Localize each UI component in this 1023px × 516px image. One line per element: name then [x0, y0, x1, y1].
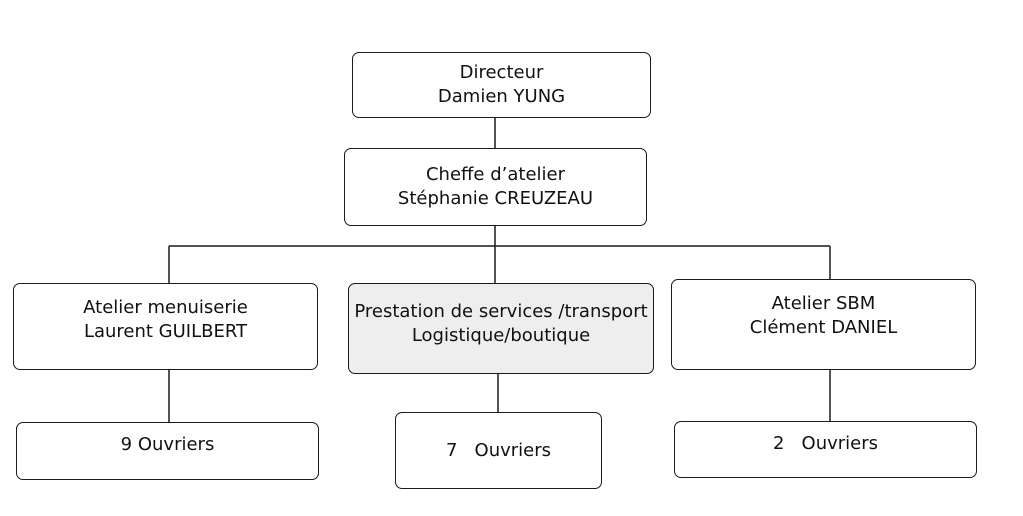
department-box-sbm: Atelier SBM Clément DANIEL — [671, 279, 976, 370]
director-name: Damien YUNG — [437, 86, 566, 107]
workshop-head-box: Cheffe d’atelier Stéphanie CREUZEAU — [344, 148, 647, 226]
department-title: Atelier menuiserie — [83, 297, 248, 318]
workers-box-sbm: 2 Ouvriers — [674, 421, 977, 478]
workers-count-label: 9 Ouvriers — [120, 434, 215, 455]
director-box: Directeur Damien YUNG — [352, 52, 651, 118]
workers-box-menuiserie: 9 Ouvriers — [16, 422, 319, 480]
department-title: Prestation de services /transport — [354, 301, 648, 322]
department-title: Atelier SBM — [771, 293, 876, 314]
director-role: Directeur — [459, 62, 544, 83]
department-box-prestation: Prestation de services /transport Logist… — [348, 283, 654, 374]
workers-count-label: 2 Ouvriers — [772, 433, 879, 454]
department-manager: Laurent GUILBERT — [83, 321, 248, 342]
workers-count-label: 7 Ouvriers — [445, 439, 552, 461]
workers-box-prestation: 7 Ouvriers — [395, 412, 602, 489]
workshop-head-role: Cheffe d’atelier — [425, 164, 566, 185]
department-box-menuiserie: Atelier menuiserie Laurent GUILBERT — [13, 283, 318, 370]
department-manager: Clément DANIEL — [749, 317, 898, 338]
department-subtitle: Logistique/boutique — [411, 325, 591, 346]
workshop-head-name: Stéphanie CREUZEAU — [397, 188, 594, 209]
